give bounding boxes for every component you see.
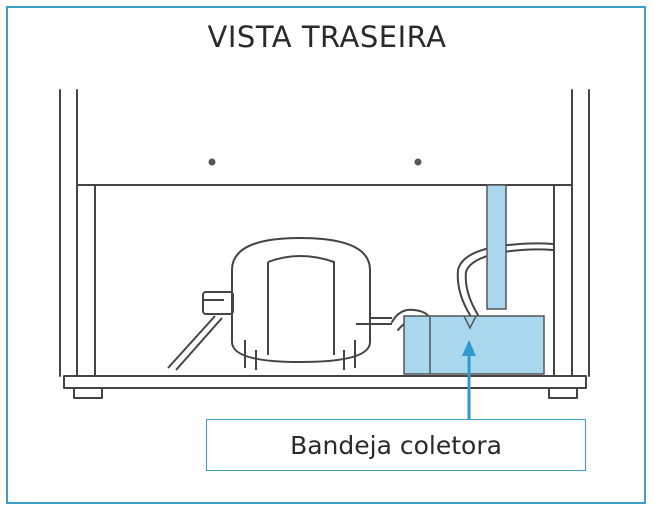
collecting-tray xyxy=(403,315,545,375)
collecting-tray-label: Bandeja coletora xyxy=(206,419,586,471)
screw-right xyxy=(414,158,422,166)
screw-left xyxy=(208,158,216,166)
left-foot xyxy=(73,387,103,399)
compressor xyxy=(167,237,392,371)
callout-arrow xyxy=(462,340,476,419)
base-plate xyxy=(63,375,587,389)
diagram-title: VISTA TRASEIRA xyxy=(207,20,447,54)
drain-duct xyxy=(486,184,507,310)
right-foot xyxy=(548,387,578,399)
